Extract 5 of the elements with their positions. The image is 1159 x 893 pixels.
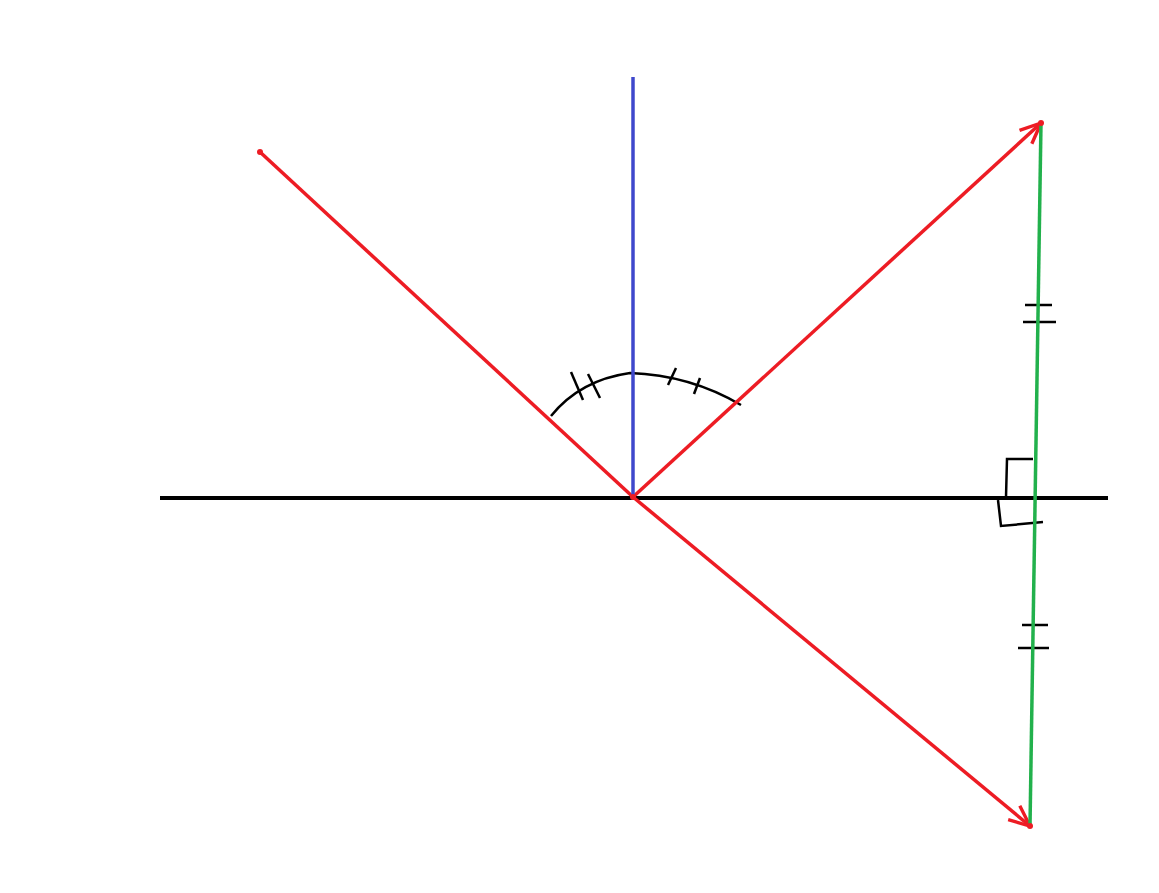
point-mark <box>1038 120 1044 126</box>
line <box>631 77 635 497</box>
point-mark <box>1027 823 1033 829</box>
point-mark <box>630 494 636 500</box>
point-mark <box>257 149 263 155</box>
